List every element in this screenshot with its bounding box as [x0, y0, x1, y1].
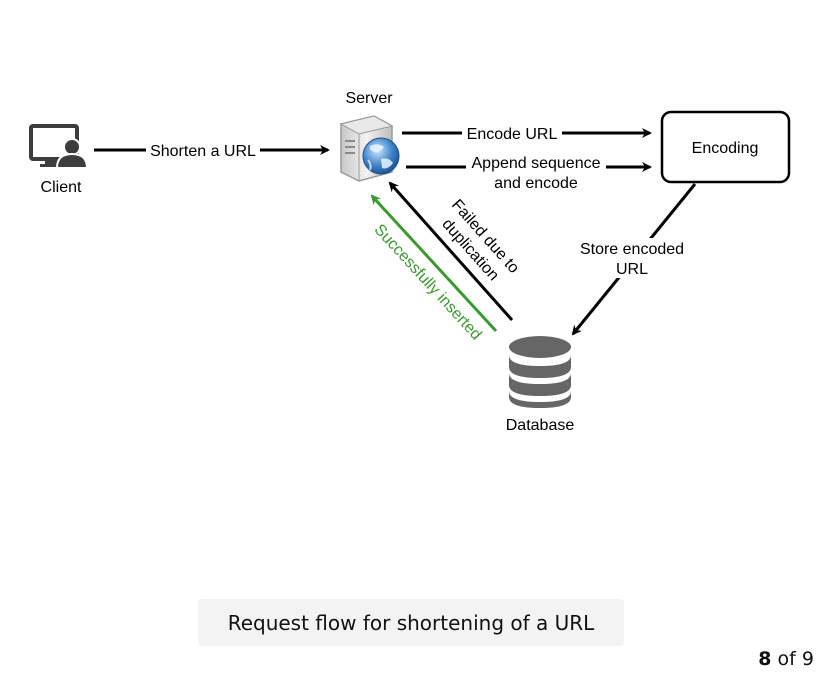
globe-icon — [362, 137, 400, 175]
append-label-line2: and encode — [494, 175, 578, 192]
database-label: Database — [506, 417, 575, 434]
store-label-line1: Store encoded — [580, 241, 684, 258]
server-label: Server — [345, 90, 393, 107]
success-arrow — [370, 194, 498, 333]
encoding-box — [660, 110, 791, 184]
pager-of: of — [777, 648, 796, 670]
pager-current: 8 — [758, 648, 772, 670]
store-label-line2: URL — [616, 261, 648, 278]
encoding-label: Encoding — [692, 140, 759, 157]
append-label-bg — [466, 154, 606, 190]
shorten-label: Shorten a URL — [150, 143, 256, 160]
slide-pager: 8 of 9 — [758, 648, 814, 670]
shorten-label-bg — [146, 139, 260, 161]
store-label-bg — [574, 238, 690, 278]
pager-total: 9 — [801, 648, 814, 670]
failed-arrow — [388, 181, 514, 321]
client-label: Client — [41, 179, 82, 196]
encode-url-label-bg — [462, 123, 562, 143]
encode-url-label: Encode URL — [467, 126, 558, 143]
diagram-caption: Request flow for shortening of a URL — [198, 599, 624, 646]
database-icon — [509, 336, 571, 408]
append-label-line1: Append sequence — [472, 155, 601, 172]
client-monitor-icon — [29, 124, 89, 169]
